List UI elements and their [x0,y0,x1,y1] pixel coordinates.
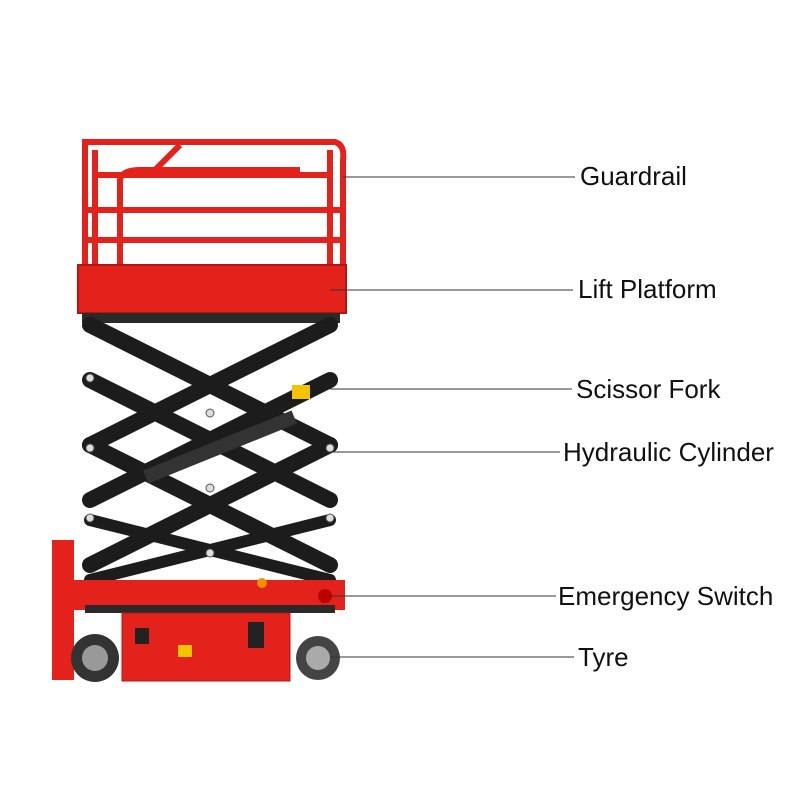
guardrail-label: Guardrail [580,161,687,191]
lift-platform-drawing [77,264,347,314]
tyre-drawing [71,634,340,682]
emergency-switch-drawing [318,589,332,603]
tyre-label: Tyre [578,642,629,672]
emergency-switch-label: Emergency Switch [558,581,774,611]
hydraulic-cylinder-label: Hydraulic Cylinder [563,437,774,467]
scissor-fork-label: Scissor Fork [576,374,721,404]
guardrail-drawing [82,139,347,265]
chassis-drawing [52,540,345,682]
hydraulic-cylinder-drawing [143,410,297,484]
lift-platform-label: Lift Platform [578,274,717,304]
